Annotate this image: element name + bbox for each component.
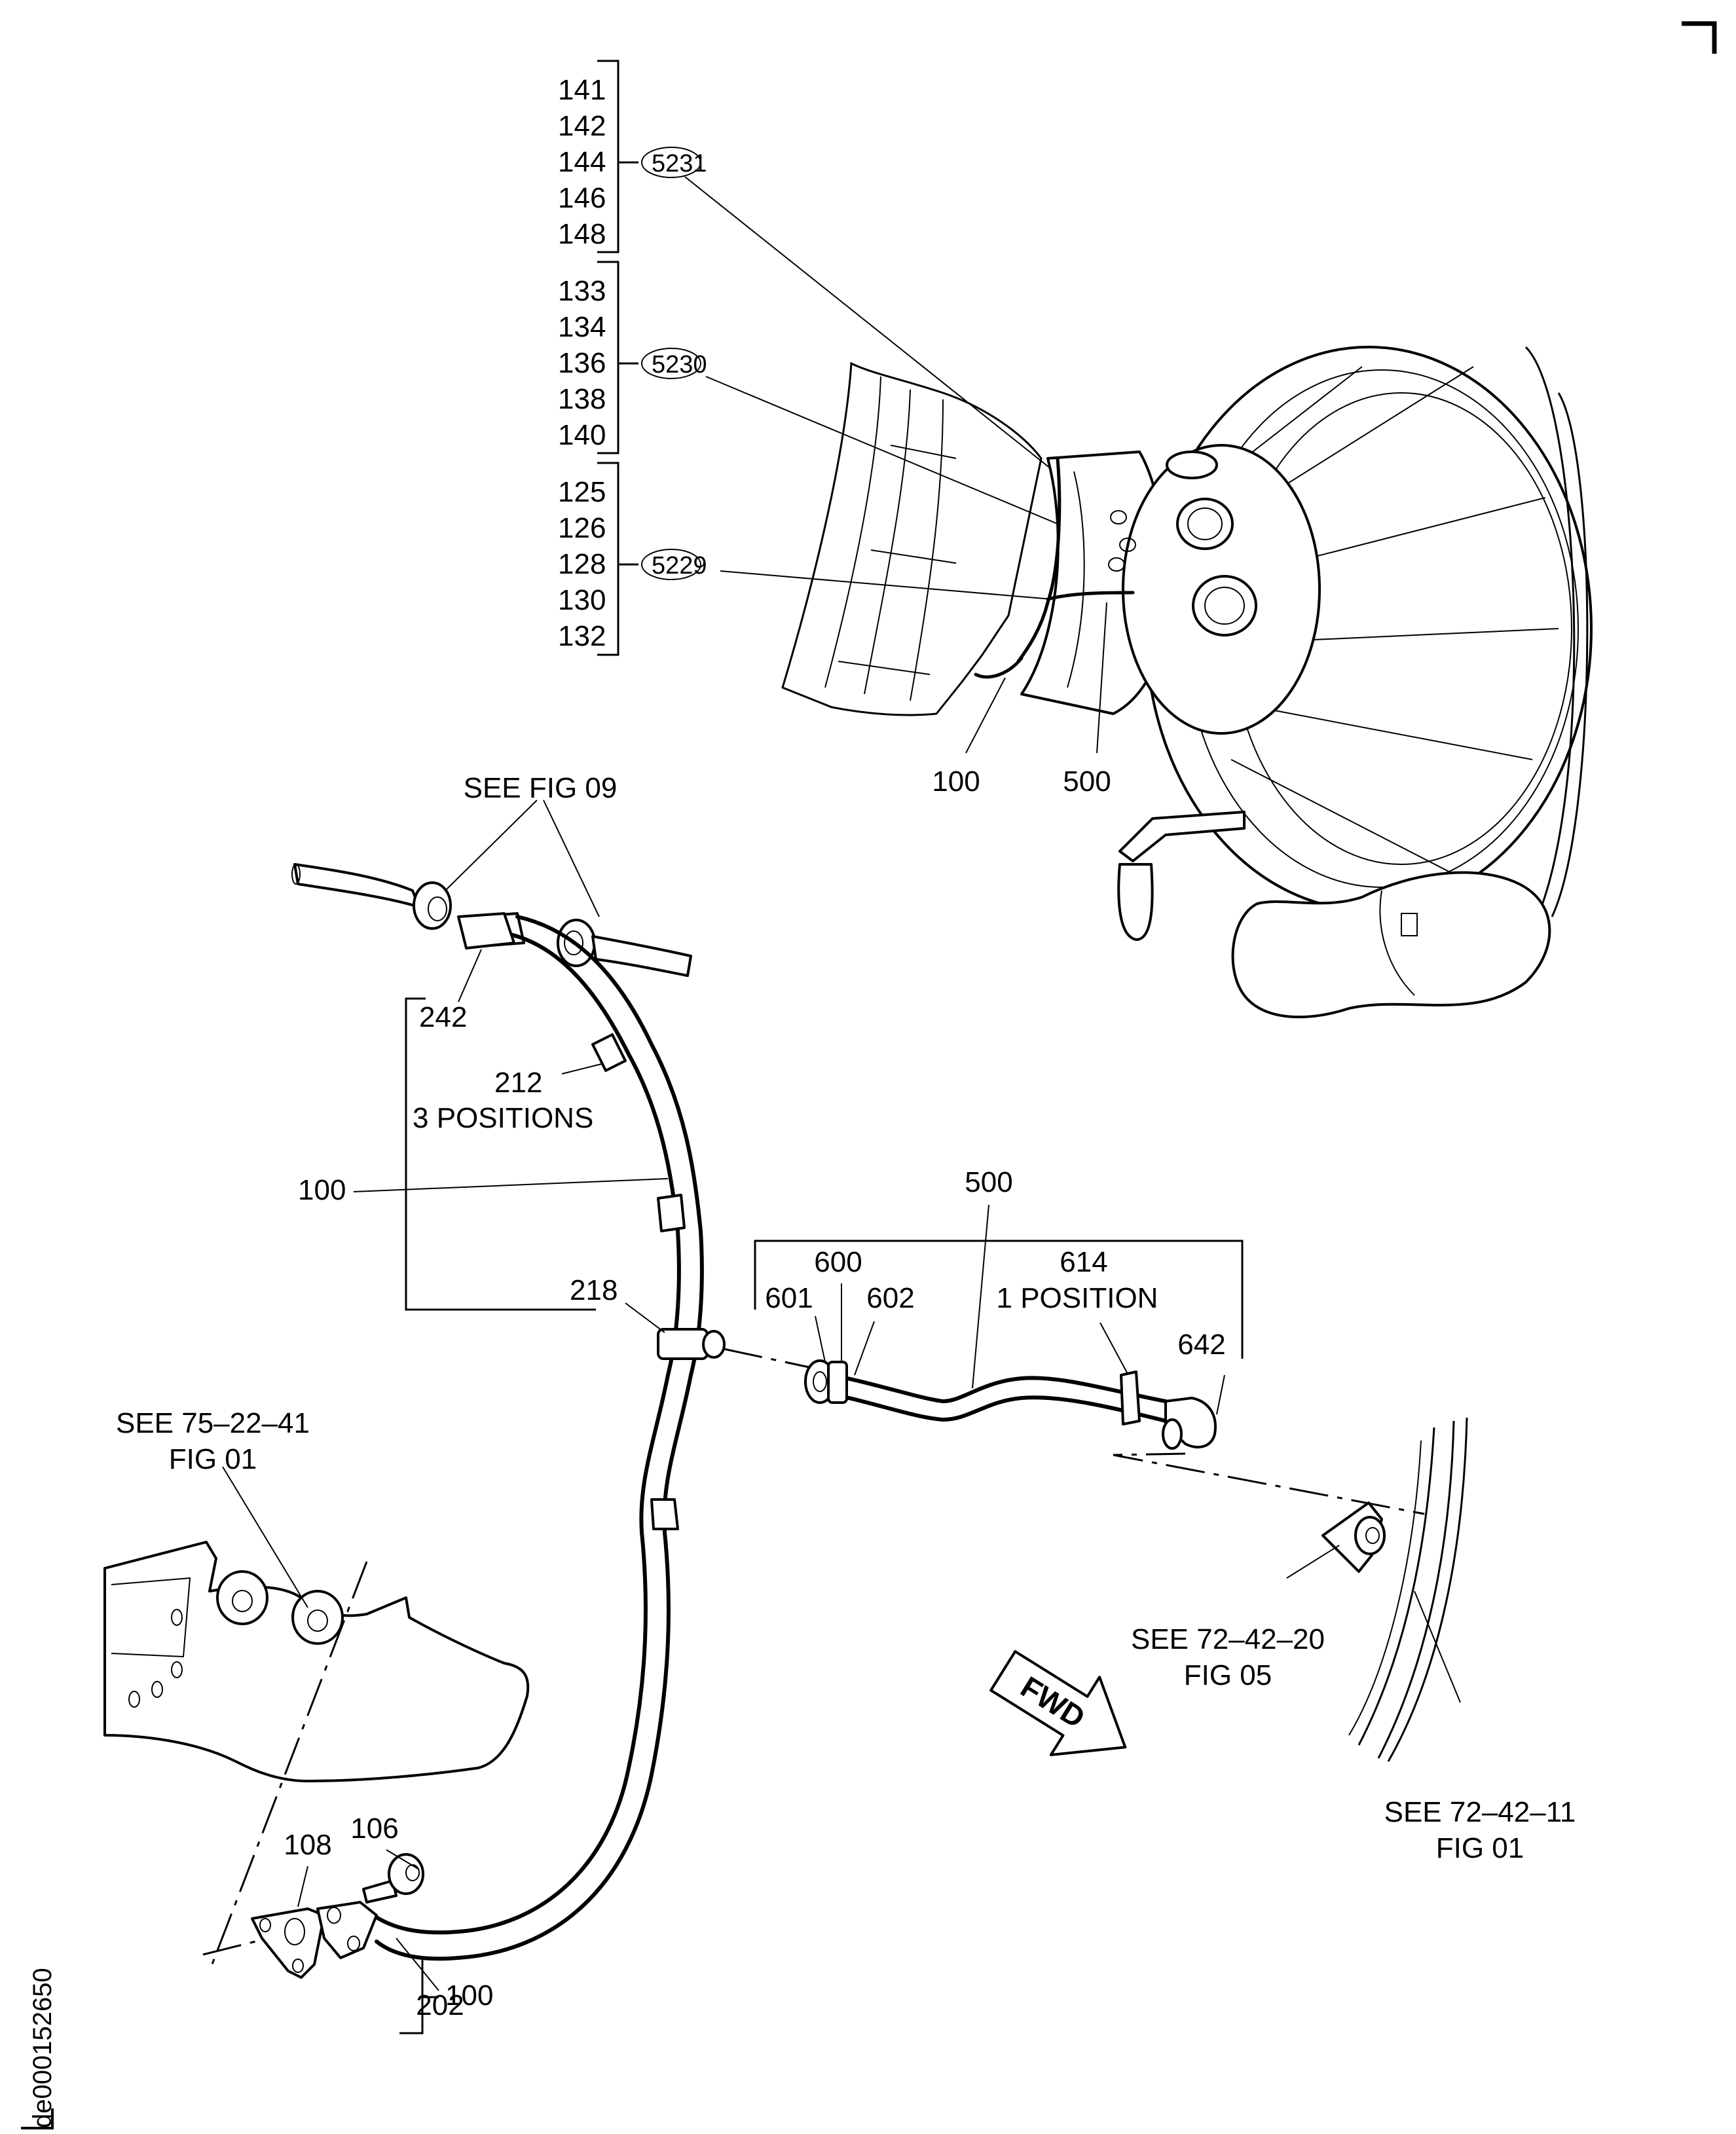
leader-line <box>705 376 1058 524</box>
callout-engine-100: 100 <box>932 765 980 798</box>
callout-100-bottom: 100 <box>445 1979 493 2012</box>
callout-144: 144 <box>558 146 606 178</box>
leader-line <box>1096 602 1107 754</box>
callout-128: 128 <box>558 548 606 580</box>
leader-line <box>684 176 1055 472</box>
callout-148: 148 <box>558 218 606 250</box>
tee-fitting-218 <box>657 1328 709 1360</box>
corner-crop-mark <box>1682 21 1717 54</box>
leader-line <box>445 800 538 891</box>
sensor-mount-and-case <box>1286 1417 1468 1762</box>
callout-601: 601 <box>765 1282 813 1314</box>
leader-line <box>972 1204 989 1389</box>
callout-group-5230: 133 134 136 138 140 5230 <box>558 261 1058 524</box>
callout-142: 142 <box>558 110 606 142</box>
leader-line <box>1216 1374 1225 1415</box>
callout-212-note: 3 POSITIONS <box>413 1102 593 1134</box>
ref-5231: 5231 <box>652 150 707 177</box>
callout-106: 106 <box>350 1812 398 1845</box>
clamp-212 <box>657 1194 686 1232</box>
callout-500: 500 <box>965 1166 1012 1198</box>
see-75-22-41-label: SEE 75–22–41 <box>116 1407 310 1439</box>
see-fig-09-label: SEE FIG 09 <box>464 772 618 804</box>
leader-line <box>297 1866 308 1907</box>
centerline <box>723 1348 816 1370</box>
callout-642: 642 <box>1177 1329 1225 1361</box>
bracket <box>399 1958 439 2034</box>
callout-126: 126 <box>558 512 606 544</box>
leader-line <box>458 949 482 1003</box>
callout-engine-500: 500 <box>1063 765 1111 798</box>
leader-line <box>396 1938 439 1991</box>
callout-130: 130 <box>558 584 606 616</box>
tube-assembly-100 <box>353 912 816 1961</box>
callout-614: 614 <box>1060 1246 1107 1278</box>
upper-tube-fittings <box>291 800 692 977</box>
callout-218: 218 <box>570 1274 618 1306</box>
clamp-212 <box>650 1498 679 1530</box>
see-72-42-11-fig: FIG 01 <box>1436 1832 1524 1864</box>
fitting-nut <box>413 881 452 930</box>
callout-100-mid: 100 <box>298 1174 346 1206</box>
ref-circle-5231 <box>641 147 701 178</box>
leader-line <box>386 1849 420 1870</box>
leader-line <box>625 1302 665 1333</box>
bracket <box>597 60 638 253</box>
leader-line <box>854 1321 875 1376</box>
callout-614-note: 1 POSITION <box>997 1282 1158 1314</box>
callout-125: 125 <box>558 476 606 508</box>
fwd-direction-arrow: FWD <box>989 1650 1127 1756</box>
leader-line <box>815 1315 826 1363</box>
callout-108: 108 <box>284 1829 331 1861</box>
leader-line <box>1286 1545 1340 1579</box>
see-75-22-41-fig: FIG 01 <box>169 1443 257 1475</box>
see-72-42-11-label: SEE 72–42–11 <box>1384 1796 1576 1828</box>
ref-circle-5229 <box>641 549 701 580</box>
callout-133: 133 <box>558 275 606 307</box>
centerline <box>1113 1452 1425 1515</box>
leader-line <box>561 1063 602 1075</box>
bracket <box>405 997 596 1311</box>
callout-group-5231: 141 142 144 146 148 5231 <box>558 60 1055 472</box>
mounting-hardware <box>251 1849 439 2034</box>
leader-line <box>965 677 1006 754</box>
ref-5230: 5230 <box>652 351 707 378</box>
callout-141: 141 <box>558 74 606 106</box>
leader-line <box>1099 1322 1128 1374</box>
callout-212: 212 <box>494 1067 542 1099</box>
callout-602: 602 <box>866 1282 914 1314</box>
clamp-212 <box>591 1033 627 1072</box>
ref-5229: 5229 <box>652 552 707 579</box>
clamp-614 <box>1120 1371 1141 1426</box>
leader-line <box>222 1466 308 1608</box>
bracket <box>597 462 638 656</box>
callout-132: 132 <box>558 620 606 652</box>
callout-140: 140 <box>558 419 606 451</box>
see-72-42-20-fig: FIG 05 <box>1184 1659 1272 1691</box>
callout-146: 146 <box>558 182 606 214</box>
centerline <box>208 1561 368 1972</box>
leader-line <box>353 1178 669 1192</box>
bolt-106 <box>362 1879 397 1904</box>
bracket <box>754 1240 1244 1359</box>
callout-138: 138 <box>558 383 606 415</box>
callout-202: 202 <box>416 1989 464 2021</box>
drawing-id-corner-mark <box>21 2108 54 2129</box>
callout-600: 600 <box>814 1246 862 1278</box>
drawing-id: de000152650 <box>28 1968 57 2128</box>
leader-line <box>543 800 600 917</box>
engine-assembly-illustration <box>781 346 1593 1019</box>
bracket <box>597 261 638 454</box>
callout-134: 134 <box>558 311 606 343</box>
see-72-42-20-label: SEE 72–42–20 <box>1131 1623 1325 1655</box>
callout-136: 136 <box>558 347 606 379</box>
callout-group-5229: 125 126 128 130 132 5229 <box>558 462 1052 656</box>
tube-assembly-500 <box>754 1204 1425 1515</box>
callout-242: 242 <box>419 1001 467 1033</box>
ref-circle-5230 <box>641 348 701 379</box>
leader-line <box>1414 1591 1461 1703</box>
accessory-housing-illustration <box>103 1466 530 1972</box>
